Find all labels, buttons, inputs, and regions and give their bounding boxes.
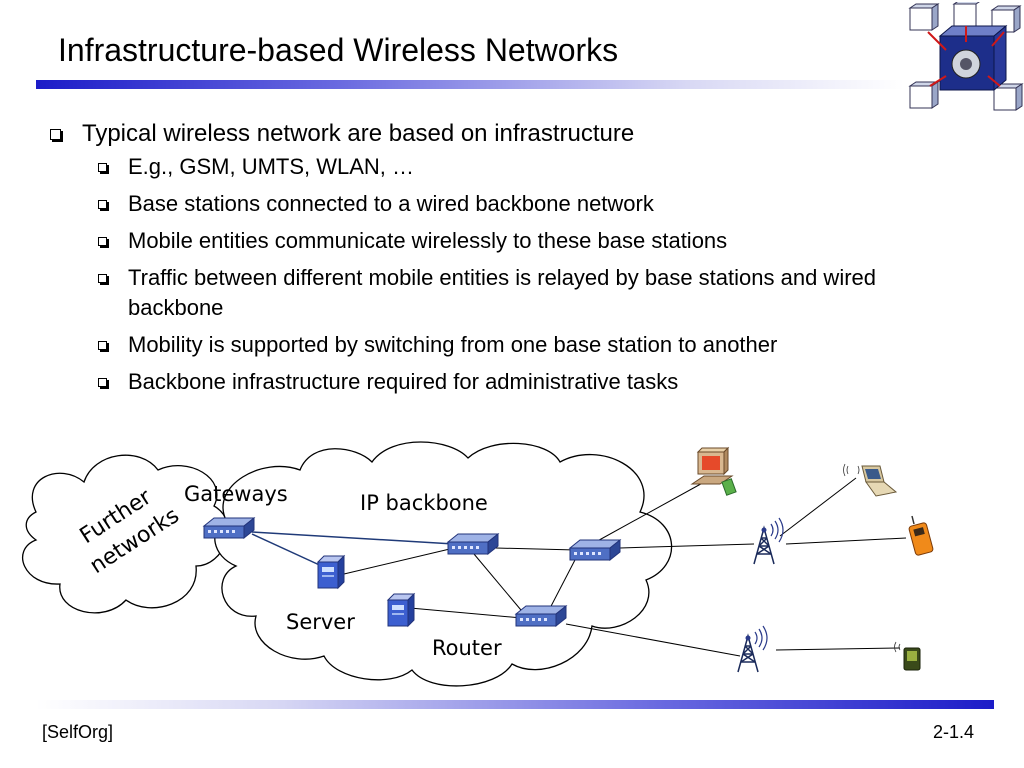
mobile-phone-icon bbox=[908, 515, 934, 556]
router-label: Router bbox=[432, 636, 502, 660]
square-bullet-icon bbox=[98, 237, 107, 246]
sub-bullet-item: Mobile entities communicate wirelessly t… bbox=[40, 226, 948, 256]
bullet-list: Typical wireless network are based on in… bbox=[40, 118, 1000, 404]
slide-number: 2-1.4 bbox=[932, 722, 974, 742]
sub-bullet-item: Base stations connected to a wired backb… bbox=[40, 189, 948, 219]
further-networks-cloud bbox=[21, 454, 229, 614]
square-bullet-icon bbox=[98, 200, 107, 209]
link-router-router bbox=[547, 557, 577, 613]
server-label: Server bbox=[286, 610, 355, 634]
link-gateway-server bbox=[251, 533, 327, 569]
footer-course-label: [SelfOrg] bbox=[42, 722, 114, 742]
bullet-item: Typical wireless network are based on in… bbox=[40, 118, 1000, 150]
page-title: Infrastructure-based Wireless Networks bbox=[58, 32, 619, 68]
link-router-tower bbox=[619, 543, 755, 549]
link-router-router bbox=[473, 553, 527, 617]
backbone-router bbox=[447, 533, 499, 555]
desktop-computer-icon bbox=[690, 446, 737, 496]
link-server-router bbox=[343, 547, 455, 575]
sub-bullet-text: Base stations connected to a wired backb… bbox=[128, 191, 654, 216]
base-station-tower-icon bbox=[753, 517, 784, 565]
laptop-icon bbox=[843, 463, 898, 497]
pda-icon bbox=[894, 641, 921, 671]
gateways-label: Gateways bbox=[184, 482, 288, 506]
sub-bullet-text: Backbone infrastructure required for adm… bbox=[128, 369, 679, 394]
gateway-router bbox=[203, 517, 255, 539]
sub-bullet-item: Mobility is supported by switching from … bbox=[40, 330, 948, 360]
footer-bar bbox=[36, 700, 994, 709]
link-wireless-phone bbox=[785, 537, 907, 545]
link-gateway-router bbox=[251, 531, 455, 545]
square-bullet-icon bbox=[98, 274, 107, 283]
ip-backbone-label: IP backbone bbox=[360, 491, 488, 515]
server-icon bbox=[387, 593, 415, 627]
sub-bullet-text: Traffic between different mobile entitie… bbox=[128, 265, 876, 320]
selforg-logo bbox=[908, 2, 1024, 111]
sub-bullet-item: Backbone infrastructure required for adm… bbox=[40, 367, 948, 397]
link-wireless-laptop bbox=[779, 477, 857, 537]
base-station-tower-icon bbox=[737, 625, 768, 673]
sub-bullet-item: E.g., GSM, UMTS, WLAN, … bbox=[40, 152, 948, 182]
sub-bullet-item: Traffic between different mobile entitie… bbox=[40, 263, 948, 323]
link-router-tower bbox=[565, 623, 741, 657]
square-bullet-icon bbox=[98, 341, 107, 350]
sub-bullet-text: E.g., GSM, UMTS, WLAN, … bbox=[128, 154, 415, 179]
backbone-router bbox=[515, 605, 567, 627]
bullet-text: Typical wireless network are based on in… bbox=[82, 120, 635, 147]
link-wireless-pda bbox=[775, 647, 901, 651]
sub-bullet-text: Mobile entities communicate wirelessly t… bbox=[128, 228, 728, 253]
square-bullet-icon bbox=[98, 163, 107, 172]
server-icon bbox=[317, 555, 345, 589]
square-bullet-icon bbox=[98, 378, 107, 387]
link-server-router bbox=[409, 607, 523, 619]
link-router-router bbox=[495, 547, 577, 551]
title-underline-bar bbox=[36, 80, 904, 89]
link-router-desktop bbox=[591, 479, 709, 545]
sub-bullet-text: Mobility is supported by switching from … bbox=[128, 332, 778, 357]
backbone-router bbox=[569, 539, 621, 561]
square-bullet-icon bbox=[50, 129, 61, 140]
